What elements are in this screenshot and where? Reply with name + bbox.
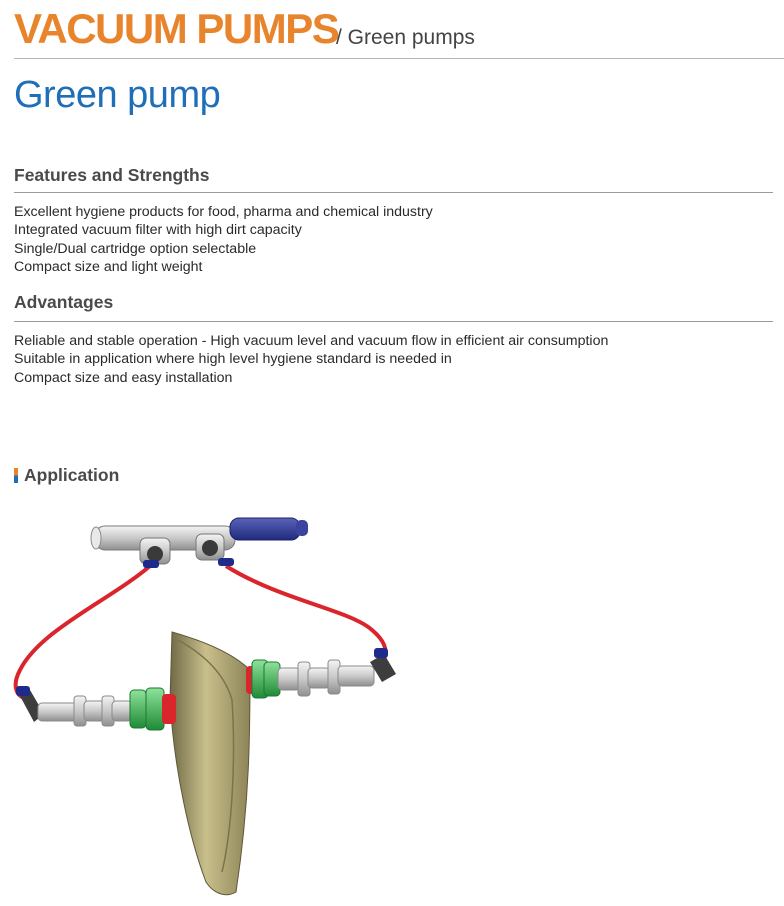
list-item: Suitable in application where high level… xyxy=(14,351,452,368)
section-marker-icon xyxy=(14,468,18,483)
list-item: Compact size and light weight xyxy=(14,258,203,275)
bag-shape xyxy=(169,631,251,896)
list-item: Single/Dual cartridge option selectable xyxy=(14,240,257,257)
application-heading-label: Application xyxy=(24,465,120,485)
advantages-heading: Advantages xyxy=(14,292,114,312)
bag-fold xyxy=(177,639,235,873)
list-item: Compact size and easy installation xyxy=(14,369,233,386)
page-title: Green pump xyxy=(14,74,221,116)
right-fitting xyxy=(246,648,396,699)
list-item: Excellent hygiene products for food, pha… xyxy=(14,204,433,220)
list-item: Integrated vacuum filter with high dirt … xyxy=(14,222,302,239)
category-title: VACUUM PUMPS xyxy=(14,5,340,52)
hose-right xyxy=(224,564,388,659)
page-header: VACUUM PUMPS / Green pumps xyxy=(14,6,784,59)
pump-body xyxy=(90,517,308,568)
left-fitting xyxy=(16,686,176,731)
application-illustration xyxy=(13,517,396,896)
features-heading: Features and Strengths xyxy=(14,165,210,185)
application-heading: Application xyxy=(14,465,119,486)
list-item: Reliable and stable operation - High vac… xyxy=(14,333,609,349)
subcategory-title: / Green pumps xyxy=(336,26,475,49)
features-divider xyxy=(14,192,773,193)
advantages-divider xyxy=(14,321,773,322)
advantages-list: Reliable and stable operation - High vac… xyxy=(14,332,608,387)
hose-left xyxy=(13,564,152,700)
features-list: Excellent hygiene products for food, pha… xyxy=(14,203,433,276)
